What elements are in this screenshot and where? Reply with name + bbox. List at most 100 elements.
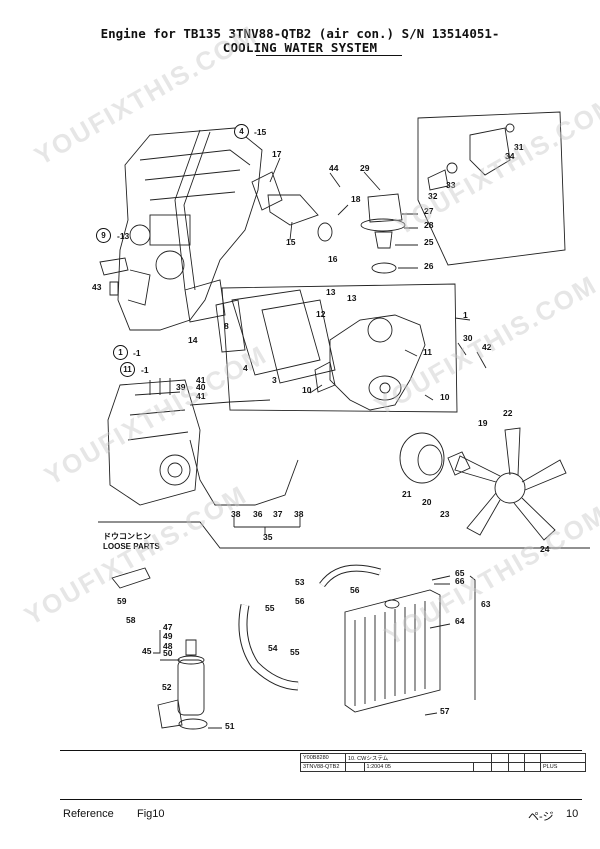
tb-name: 10. CWシステム [344,753,493,763]
part-callout: 32 [428,191,438,201]
part-callout: 30 [463,333,473,343]
part-callout: 13 [326,287,336,297]
footer-page-label: ペ-ジ [528,811,554,823]
part-callout: 10 [440,392,450,402]
part-callout: 52 [162,682,172,692]
inset-detail-box [417,111,566,266]
part-callout: 25 [424,237,434,247]
part-callout: 9 [96,228,111,243]
part-callout: 44 [329,163,339,173]
part-callout: 13 [347,293,357,303]
hose-41-drawing [189,399,271,406]
part-callout: 53 [295,577,305,587]
part-callout: 54 [268,643,278,653]
part-callout: 4 [234,124,249,139]
spacer-23-drawing [447,451,471,476]
part-callout: 11 [423,347,432,357]
part-callout: 14 [188,335,198,345]
part-callout: 58 [126,615,136,625]
loose-parts-en: LOOSE PARTS [103,542,160,551]
section-divider [98,521,590,549]
o-ring-16-drawing [317,222,333,242]
part-callout: 35 [263,532,273,542]
part-callout: 18 [351,194,361,204]
footer-reference: Reference [63,808,114,820]
part-callout: 56 [295,596,305,606]
part-callout: 57 [440,706,450,716]
part-callout: 17 [272,149,282,159]
part-callout: 33 [446,180,456,190]
part-callout: 47 [163,622,173,632]
water-pump-housing-drawing [314,314,426,411]
loose-parts-label: ドウコンヒン LOOSE PARTS [103,532,160,552]
part-callout: 45 [142,646,152,656]
part-callout: 50 [163,648,173,658]
gasket-4-drawing [231,289,321,376]
part-callout: -15 [254,127,267,137]
part-callout: 66 [455,576,465,586]
part-callout: 10 [302,385,312,395]
header-line-1: Engine for TB135 3TNV88-QTB2 (air con.) … [100,26,500,41]
gasket-14-drawing [184,279,226,323]
part-callout: 21 [402,489,412,499]
part-callout: -1 [133,348,141,358]
part-callout: 29 [360,163,370,173]
part-callout: 43 [92,282,102,292]
part-callout: 31 [514,142,524,152]
page-title: COOLING WATER SYSTEM [222,40,378,55]
assembly-1-outline [221,283,458,413]
part-callout: 55 [290,647,300,657]
part-callout: 34 [505,151,515,161]
part-callout: 41 [196,391,206,401]
tb-date: 1:2004 05 [363,762,474,772]
part-callout: 11 [120,362,135,377]
part-callout: 15 [286,237,296,247]
injection-pump-drawing [107,378,201,506]
loose-parts-jp: ドウコンヒン [103,532,151,541]
bottom-rule-lower [60,799,582,800]
part-callout: 24 [540,544,550,554]
part-callout: 63 [481,599,491,609]
part-callout: 8 [224,321,229,331]
radiator-63-drawing [344,589,441,713]
pulley-20-drawing [417,444,443,476]
part-callout: 37 [273,509,283,519]
part-callout: 12 [316,309,326,319]
v-belt-21-drawing [399,432,445,484]
part-callout: 49 [163,631,173,641]
part-callout: 38 [231,509,241,519]
hose-36-drawing [189,439,299,506]
part-callout: -13 [117,231,130,241]
part-callout: 42 [482,342,492,352]
part-callout: 16 [328,254,338,264]
plate-3-drawing [261,299,336,384]
part-callout: 56 [350,585,360,595]
part-callout: 51 [225,721,235,731]
part-callout: 40 [196,382,206,392]
title-block: Y00B8280 10. CWシステム 3TNV88-QTB2 1:2004 0… [300,753,586,773]
title-underline [256,55,402,56]
part-callout: 1 [113,345,128,360]
part-callout: 22 [503,408,513,418]
part-callout: 64 [455,616,465,626]
part-callout: 19 [478,418,488,428]
tb-model: 3TNV88-QTB2 [300,762,346,772]
outlet-15-drawing [267,194,319,226]
gasket-8-drawing [215,299,246,353]
part-callout: 3 [272,375,277,385]
part-callout: 36 [253,509,263,519]
footer-page-number: 10 [566,808,579,820]
part-callout: 39 [176,382,186,392]
part-callout: 1 [463,310,468,320]
thermostat-housing-drawing [360,193,406,274]
fan-22-drawing [454,427,567,541]
part-callout: 23 [440,509,450,519]
part-callout: 48 [163,641,173,651]
part-callout: 20 [422,497,432,507]
part-callout: 59 [117,596,127,606]
part-callout: 26 [424,261,434,271]
tb-code: Y00B8280 [300,753,346,763]
tb-plus: PLUS [540,762,586,772]
part-callout: 27 [424,206,434,216]
